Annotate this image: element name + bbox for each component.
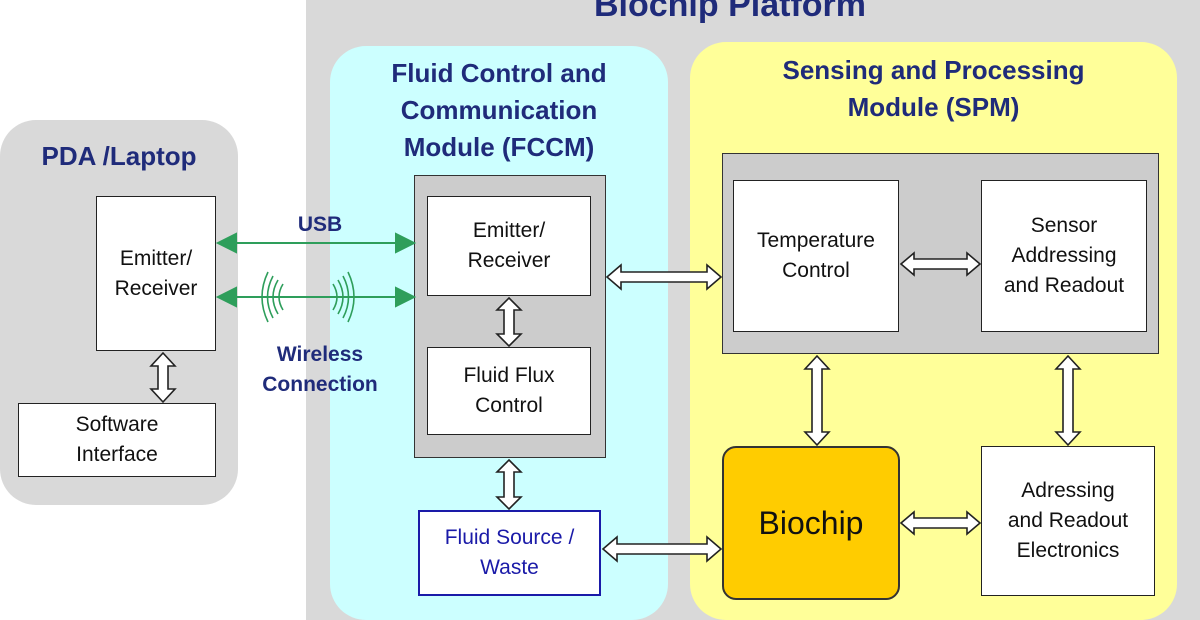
connector-arrows [149,232,1082,563]
fccm-fluid-double-arrow [495,458,523,511]
software-interface-box: Software Interface [18,403,216,477]
fluid-biochip-double-arrow [601,535,723,563]
wireless-connection-label: Wireless Connection [262,343,378,396]
wireless-arrowhead-right [395,286,417,308]
platform-title: Biochip Platform [593,0,867,24]
fccm-internal-double-arrow [495,296,523,348]
biochip-box: Biochip [722,446,900,600]
usb-arrowhead-left [215,232,237,254]
temperature-sensor-double-arrow [899,251,982,277]
pda-title: PDA /Laptop [41,141,197,171]
fccm-spm-double-arrow [605,263,723,291]
wireless-waves-icon [261,271,355,323]
spm-biochip-double-arrow [803,354,831,447]
usb-label: USB [297,213,343,236]
sensor-addressing-readout-box: Sensor Addressing and Readout [981,180,1147,332]
wireless-arrowhead-left [215,286,237,308]
temperature-control-box: Temperature Control [733,180,899,332]
spm-title: Sensing and Processing Module (SPM) [782,55,1085,122]
fccm-emitter-receiver: Emitter/ Receiver [427,196,591,296]
usb-arrowhead-right [395,232,417,254]
biochip-electronics-double-arrow [899,510,982,536]
fluid-source-waste-box: Fluid Source / Waste [418,510,601,596]
pda-emitter-receiver: Emitter/ Receiver [96,196,216,351]
spm-electronics-double-arrow [1054,354,1082,447]
fluid-flux-control-box: Fluid Flux Control [427,347,591,435]
addressing-readout-electronics-box: Adressing and Readout Electronics [981,446,1155,596]
fccm-title: Fluid Control and Communication Module (… [391,58,607,162]
pda-vertical-double-arrow [149,351,177,404]
